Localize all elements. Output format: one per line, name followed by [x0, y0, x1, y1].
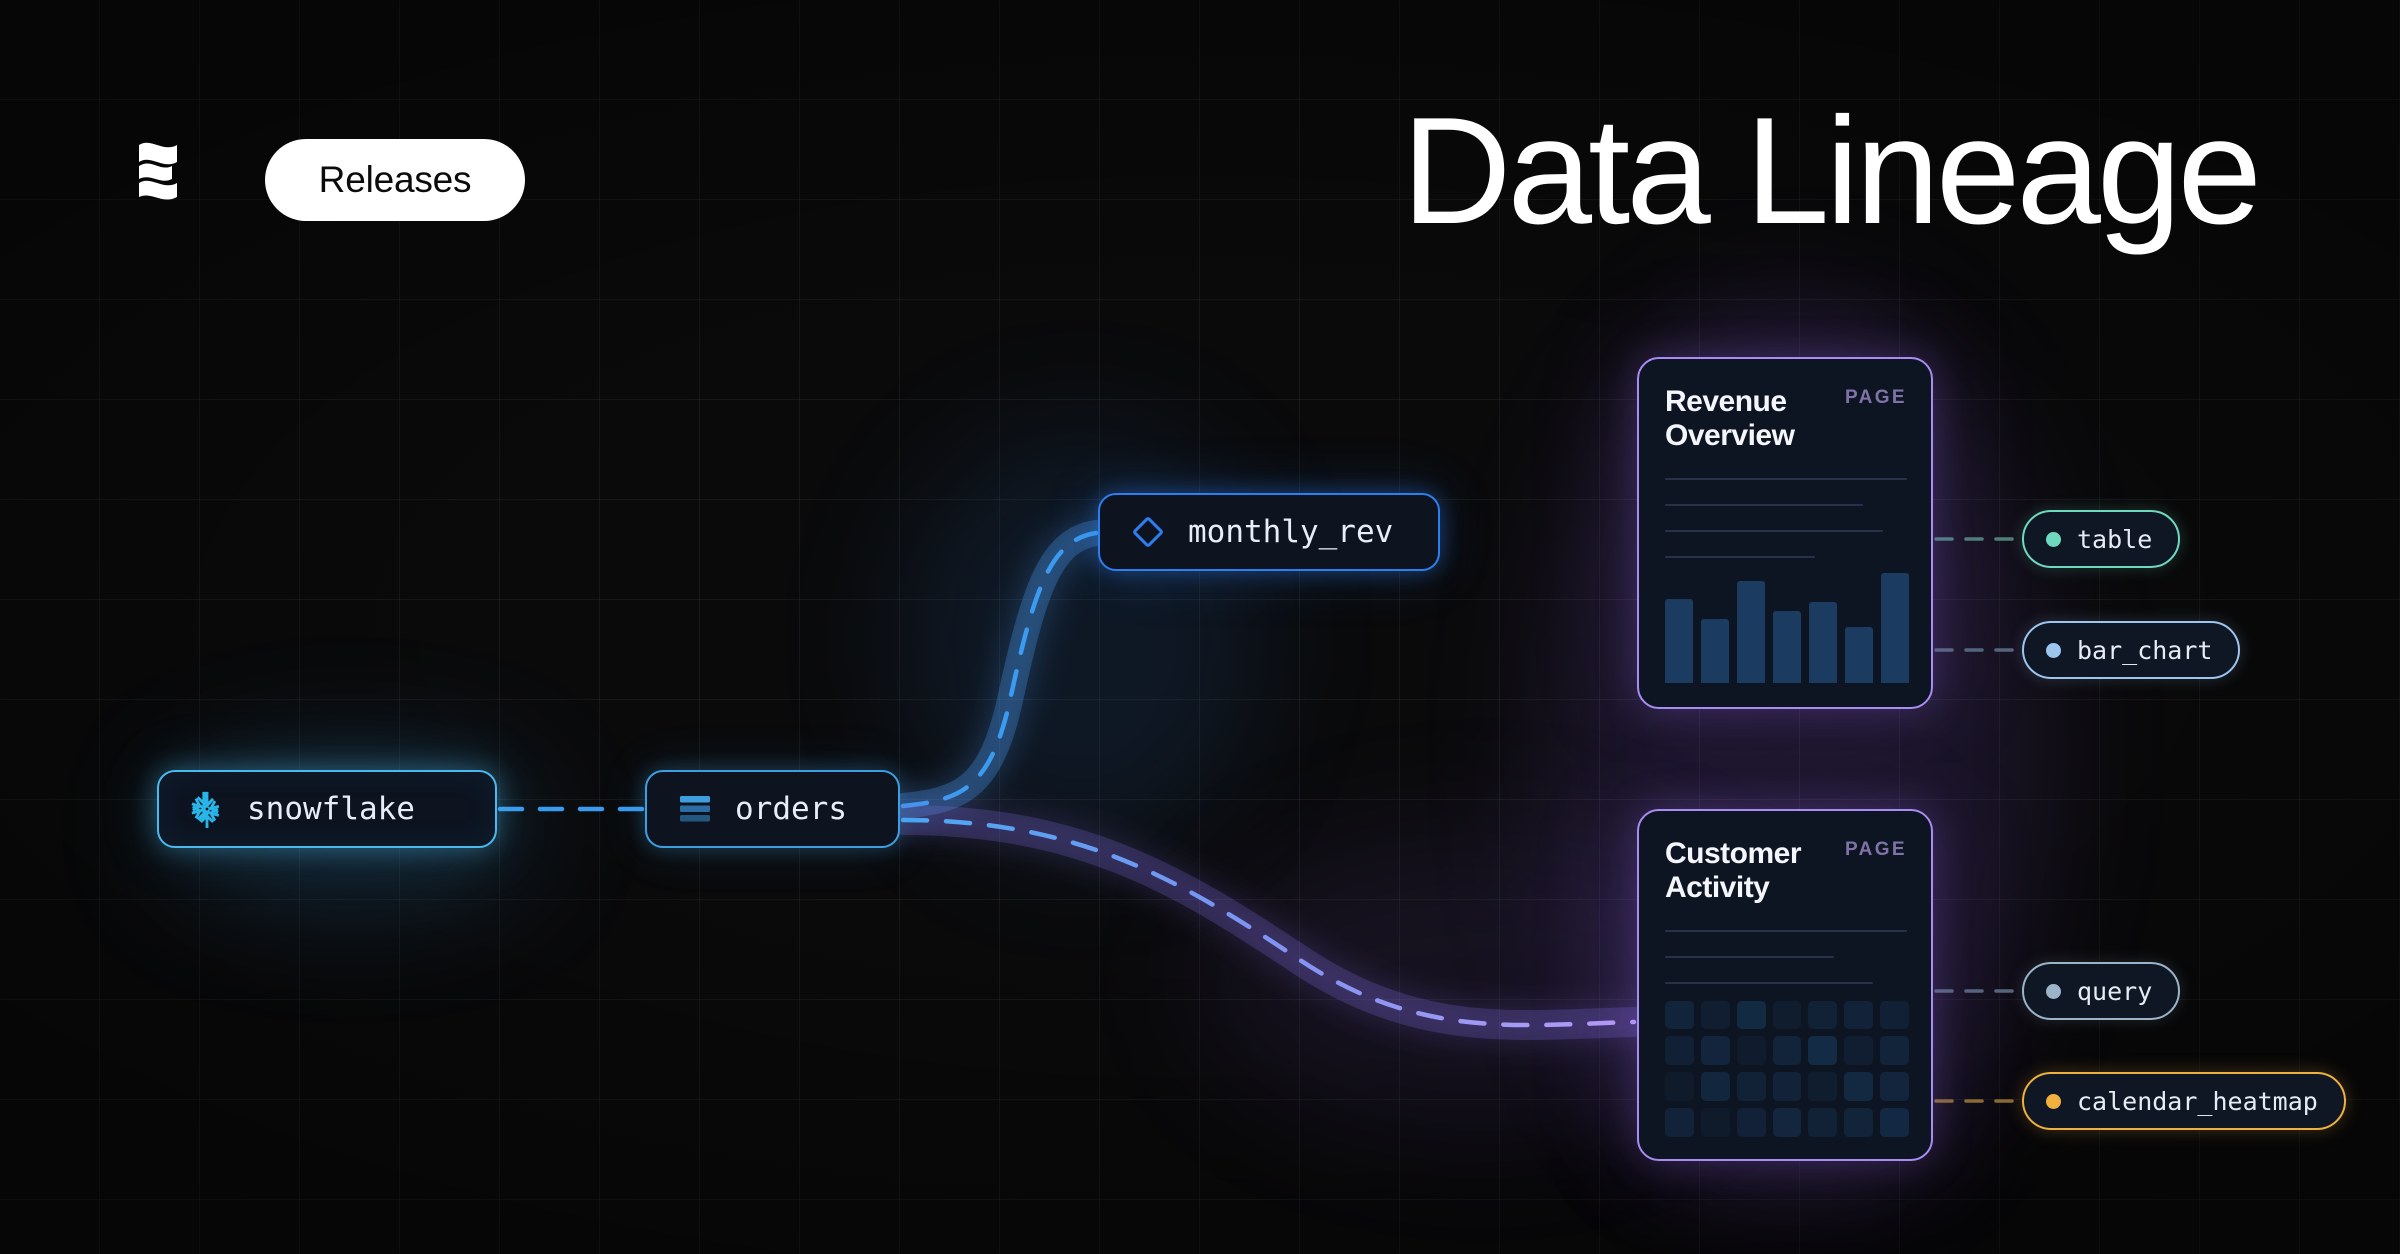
lineage-node-label: monthly_rev — [1188, 514, 1394, 550]
output-pill-bar-chart[interactable]: bar_chart — [2022, 621, 2241, 679]
status-dot-icon — [2046, 1093, 2061, 1109]
output-pill-label: calendar_heatmap — [2077, 1086, 2318, 1116]
output-pill-label: bar_chart — [2077, 635, 2213, 665]
status-dot-icon — [2046, 983, 2061, 999]
lineage-node-snowflake[interactable]: snowflake — [157, 770, 497, 848]
hex-wave-logo-icon — [137, 135, 207, 203]
output-pill-table[interactable]: table — [2022, 510, 2181, 568]
releases-badge-label: Releases — [318, 159, 472, 200]
page-preview-bar-chart — [1665, 567, 1909, 683]
page-preview-calendar-heatmap — [1665, 1000, 1910, 1137]
page-card-customer-activity[interactable]: PAGE Customer Activity — [1637, 809, 1933, 1161]
output-pill-query[interactable]: query — [2022, 962, 2181, 1020]
page-badge: PAGE — [1844, 839, 1907, 860]
status-dot-icon — [2046, 642, 2061, 658]
output-pill-calendar-heatmap[interactable]: calendar_heatmap — [2022, 1072, 2346, 1130]
page-card-title: Revenue Overview — [1665, 385, 1795, 452]
page-card-revenue-overview[interactable]: PAGE Revenue Overview — [1637, 357, 1933, 709]
page-card-title: Customer Activity — [1665, 837, 1802, 904]
page-placeholder-lines — [1665, 930, 1907, 985]
releases-badge[interactable]: Releases — [265, 139, 525, 221]
output-pill-label: table — [2077, 524, 2153, 554]
page-header: Releases Data Lineage — [0, 0, 2400, 300]
diamond-icon — [1128, 512, 1168, 552]
page-title: Data Lineage — [1401, 86, 2262, 256]
output-pill-label: query — [2077, 976, 2153, 1006]
lineage-node-monthly-rev[interactable]: monthly_rev — [1098, 493, 1440, 571]
page-placeholder-lines — [1665, 478, 1907, 559]
lineage-node-orders[interactable]: orders — [645, 770, 900, 848]
lineage-node-label: orders — [735, 791, 847, 827]
lineage-node-label: snowflake — [247, 791, 415, 827]
status-dot-icon — [2046, 531, 2061, 547]
page-badge: PAGE — [1844, 387, 1907, 408]
snowflake-icon — [187, 789, 227, 829]
table-rows-icon — [675, 789, 715, 829]
